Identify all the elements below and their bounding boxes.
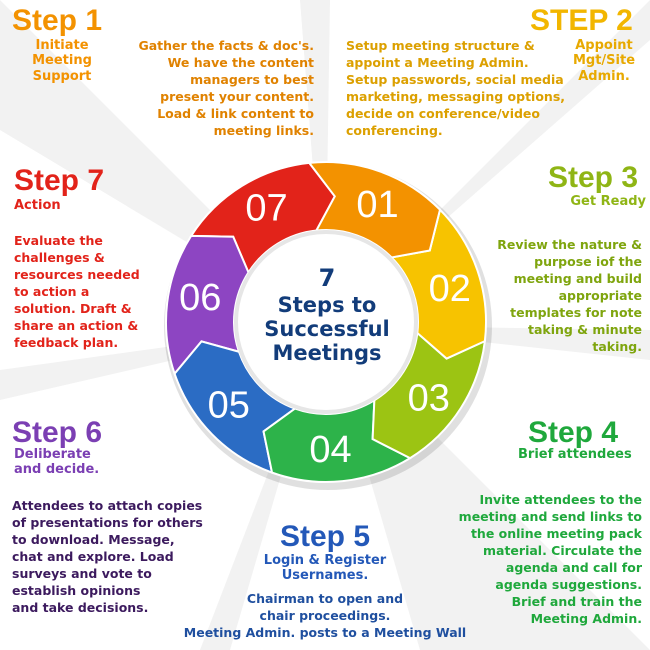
step-7-title: Step 7 <box>14 164 105 197</box>
step-6-body: Attendees to attach copies of presentati… <box>12 498 203 615</box>
segment-number-05: 05 <box>208 384 250 426</box>
step-7-body: Evaluate the challenges & resources need… <box>14 233 140 350</box>
step-3-subtitle: Get Ready <box>570 194 646 209</box>
ray-5 <box>230 325 420 650</box>
segment-number-06: 06 <box>179 277 221 319</box>
center-line-2: Successful <box>264 316 390 341</box>
center-line-1: Steps to <box>277 292 377 317</box>
step-2-body: Setup meeting structure & appoint a Meet… <box>346 38 566 138</box>
center-line-3: Meetings <box>272 340 382 365</box>
center-number: 7 <box>318 263 336 292</box>
step-1-subtitle: Initiate Meeting Support <box>32 38 92 84</box>
segment-number-07: 07 <box>245 188 287 230</box>
center-disc <box>234 230 418 414</box>
step-5-title: Step 5 <box>279 520 371 553</box>
step-6-title: Step 6 <box>12 416 103 449</box>
step-6-subtitle: Deliberate and decide. <box>14 447 100 478</box>
segment-number-02: 02 <box>429 268 471 310</box>
step-3-title: Step 3 <box>548 161 639 194</box>
step-5-body: Chairman to open and chair proceedings. … <box>183 591 467 640</box>
step-1-body: Gather the facts & doc's. We have the co… <box>138 38 314 138</box>
step-7-subtitle: Action <box>14 198 61 213</box>
step-5-subtitle: Login & Register Usernames. <box>263 553 387 584</box>
segment-number-01: 01 <box>356 184 398 226</box>
segment-number-03: 03 <box>408 377 450 419</box>
step-2-subtitle: Appoint Mgt/Site Admin. <box>572 38 636 84</box>
step-3-body: Review the nature & purpose iof the meet… <box>497 237 642 354</box>
step-4-subtitle: Brief attendees <box>518 447 632 462</box>
step-4-title: Step 4 <box>528 416 619 449</box>
segment-number-04: 04 <box>309 429 351 471</box>
center-hub: 7 Steps to Successful Meetings <box>242 230 412 400</box>
step-2-title: STEP 2 <box>530 4 633 37</box>
step-1-title: Step 1 <box>12 4 103 37</box>
step-4-body: Invite attendees to the meeting and send… <box>458 492 642 626</box>
